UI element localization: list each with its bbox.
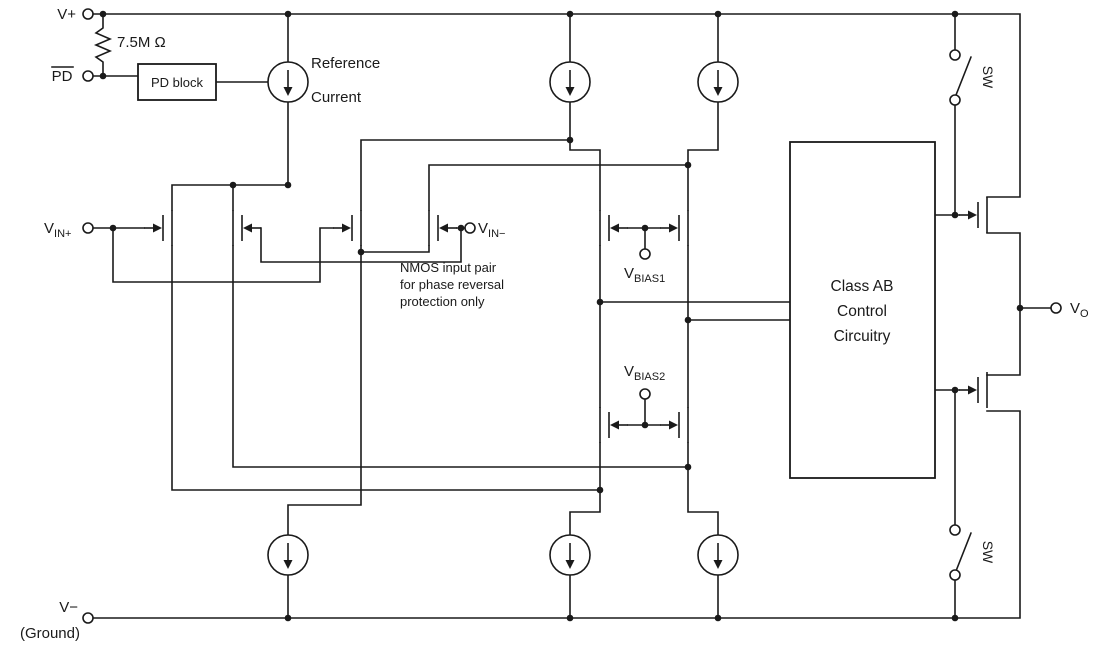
folded-cascode-fold-wires [171, 245, 689, 536]
class-ab-label-line-3: Circuitry [834, 328, 891, 345]
output-transistor-bottom [958, 371, 988, 409]
class-ab-box [789, 141, 936, 479]
terminal-vout [1050, 302, 1062, 314]
terminal-vin-minus [464, 222, 476, 234]
nmos-protection-transistor-1 [332, 209, 362, 247]
reference-current-source [267, 61, 309, 103]
output-transistor-top [958, 196, 988, 234]
vplus-label: V+ [57, 6, 76, 23]
junction-dots [99, 10, 1024, 622]
pd-pin-label: PD [52, 68, 73, 85]
resistor-value-label: 7.5M Ω [117, 34, 166, 51]
top-current-source-3 [697, 61, 739, 103]
vin-plus-label: VIN+ [44, 220, 71, 240]
class-ab-io-wires [599, 214, 960, 391]
bottom-current-source-2 [549, 534, 591, 576]
switch-bottom-lever [955, 532, 972, 572]
nmos-annotation-line-3: protection only [400, 294, 485, 309]
switch-top-contact-upper [949, 49, 961, 61]
terminal-vin-plus [82, 222, 94, 234]
powerdown-network-wire [51, 13, 269, 83]
supply-rails-wire [92, 13, 1052, 619]
nmos-annotation-line-1: NMOS input pair [400, 260, 497, 275]
pd-block-box [137, 63, 217, 101]
terminal-vbias2 [639, 388, 651, 400]
cascode-bottom-transistor-2 [659, 406, 689, 444]
nmos-annotation-line-2: for phase reversal [400, 277, 504, 292]
pd-block-label: PD block [151, 75, 204, 90]
reference-current-label-2: Current [311, 89, 362, 106]
vout-label: VO [1070, 300, 1089, 320]
switch-top-contact-lower [949, 94, 961, 106]
top-current-source-2 [549, 61, 591, 103]
vbias2-label: VBIAS2 [624, 363, 665, 383]
cascode-top-transistor-1 [599, 209, 629, 247]
switch-bottom-contact-upper [949, 524, 961, 536]
terminal-vminus [82, 612, 94, 624]
switch-bottom-contact-lower [949, 569, 961, 581]
vbias1-label: VBIAS1 [624, 265, 665, 285]
switch-top-label: SW [980, 66, 996, 89]
switch-top-lever [955, 56, 972, 96]
terminal-vbias1 [639, 248, 651, 260]
bottom-current-source-3 [697, 534, 739, 576]
terminal-pd [82, 70, 94, 82]
cascode-bottom-transistor-1 [599, 406, 629, 444]
cascode-top-transistor-2 [659, 209, 689, 247]
input-stage-wires [92, 139, 689, 283]
terminal-vplus [82, 8, 94, 20]
class-ab-label-line-2: Control [837, 303, 887, 320]
vin-minus-label: VIN− [478, 220, 505, 240]
top-current-source-leads [287, 13, 719, 211]
nmos-protection-transistor-2 [428, 209, 458, 247]
bottom-current-source-1 [267, 534, 309, 576]
input-pair-transistor-1 [143, 209, 173, 247]
bottom-current-source-leads [287, 574, 719, 619]
class-ab-label-line-1: Class AB [831, 278, 894, 295]
switch-bottom-label: SW [980, 541, 996, 564]
reference-current-label-1: Reference [311, 55, 380, 72]
input-pair-transistor-2 [232, 209, 262, 247]
ground-label: (Ground) [20, 625, 80, 642]
vminus-label: V− [59, 599, 78, 616]
